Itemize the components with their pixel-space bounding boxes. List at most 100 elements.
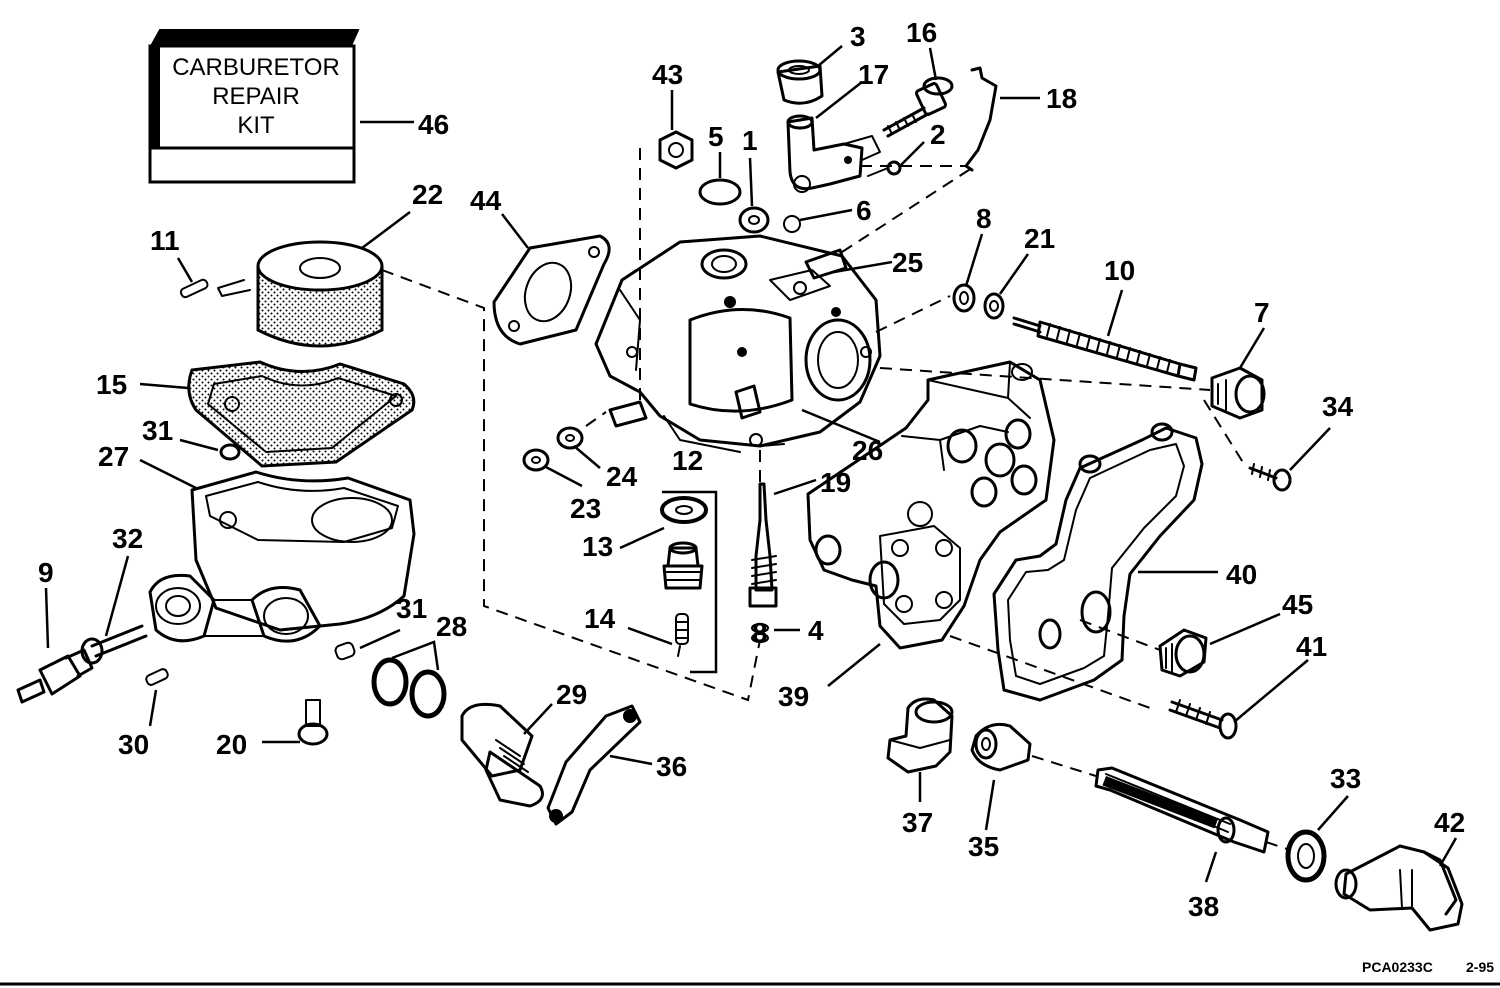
screw-2 <box>867 160 902 177</box>
callout-25: 25 <box>892 247 923 278</box>
float-bowl-gasket <box>187 360 416 468</box>
callout-22: 22 <box>412 179 443 210</box>
drawing-code: PCA0233C <box>1362 959 1433 975</box>
callout-33: 33 <box>1330 763 1361 794</box>
throttle-shaft <box>1094 766 1270 854</box>
choke-lever <box>546 704 642 826</box>
callout-4: 4 <box>808 615 824 646</box>
jet-gasket <box>660 496 708 524</box>
callout-11: 11 <box>150 225 180 256</box>
callout-42: 42 <box>1434 807 1465 838</box>
primer-fitting <box>786 114 881 193</box>
callout-38: 38 <box>1188 891 1219 922</box>
callout-37: 37 <box>902 807 933 838</box>
leader-lines <box>44 45 1458 883</box>
callout-30: 30 <box>118 729 149 760</box>
callout-32: 32 <box>112 523 143 554</box>
callout-3: 3 <box>850 21 866 52</box>
choke-link <box>964 66 998 172</box>
washer-8 <box>952 283 976 313</box>
jet-nozzle <box>675 613 689 657</box>
carburetor-body <box>594 234 882 453</box>
drawing-date: 2-95 <box>1466 959 1494 975</box>
callout-19: 19 <box>820 467 851 498</box>
washer-33 <box>1285 829 1327 883</box>
collar-35 <box>970 722 1032 772</box>
welch-plug <box>698 178 742 206</box>
kit-label-line-3: KIT <box>237 112 275 139</box>
callout-24: 24 <box>606 461 638 492</box>
float-pin <box>179 278 209 299</box>
plug-31-upper <box>219 443 241 461</box>
washer-21 <box>983 292 1005 320</box>
callout-36: 36 <box>656 751 687 782</box>
choke-shaft <box>460 702 544 808</box>
drain-screw <box>80 624 148 665</box>
callout-2: 2 <box>930 119 946 150</box>
callout-46: 46 <box>418 109 449 140</box>
callout-6: 6 <box>856 195 872 226</box>
idle-needle <box>1012 316 1198 382</box>
screw-34 <box>1248 463 1292 492</box>
cap-3 <box>776 59 824 105</box>
callout-44: 44 <box>470 185 502 216</box>
washer-23 <box>522 448 550 472</box>
float-needle <box>748 482 778 608</box>
callout-1: 1 <box>742 125 758 156</box>
throttle-knob <box>1334 844 1464 932</box>
callout-14: 14 <box>584 603 616 634</box>
knob-45 <box>1158 628 1208 678</box>
intake-bracket <box>806 360 1056 650</box>
kit-label-line-2: REPAIR <box>212 83 300 110</box>
nut-43 <box>658 130 694 170</box>
assembly-lines <box>381 148 1291 851</box>
repair-kit-box: CARBURETOR REPAIR KIT <box>148 29 360 184</box>
plug-31-lower <box>334 641 356 661</box>
callout-8-lower: 8 <box>752 617 768 648</box>
cam-37 <box>886 697 954 774</box>
cover-plate <box>992 422 1204 702</box>
callout-34: 34 <box>1322 391 1354 422</box>
jet-group-bracket <box>662 490 718 674</box>
flange-gasket <box>492 234 611 346</box>
callout-5: 5 <box>708 121 724 152</box>
screw-20 <box>297 699 329 746</box>
callout-numbers: 3 16 17 18 2 43 5 1 6 46 22 44 11 25 8 2… <box>38 17 1465 922</box>
pin-30 <box>145 668 169 686</box>
float-bowl <box>148 470 416 643</box>
o-ring-b <box>409 669 447 719</box>
washer-1 <box>738 206 770 234</box>
callout-26: 26 <box>852 435 883 466</box>
callout-27: 27 <box>98 441 129 472</box>
callout-16: 16 <box>906 17 937 48</box>
callout-40: 40 <box>1226 559 1257 590</box>
screw-16 <box>882 76 954 138</box>
callout-8-upper: 8 <box>976 203 992 234</box>
callout-39: 39 <box>778 681 809 712</box>
check-ball <box>783 215 801 233</box>
callout-7: 7 <box>1254 297 1270 328</box>
callout-31-lower: 31 <box>396 593 427 624</box>
callout-35: 35 <box>968 831 999 862</box>
callout-9: 9 <box>38 557 54 588</box>
screw-41 <box>1168 699 1238 740</box>
callout-29: 29 <box>556 679 587 710</box>
washer-24 <box>556 426 584 450</box>
callout-43: 43 <box>652 59 683 90</box>
callout-12: 12 <box>672 445 703 476</box>
callout-17: 17 <box>858 59 889 90</box>
plug-7 <box>1210 366 1266 420</box>
o-ring-a <box>371 657 409 707</box>
callout-45: 45 <box>1282 589 1313 620</box>
callout-28: 28 <box>436 611 467 642</box>
callout-21: 21 <box>1024 223 1055 254</box>
callout-10: 10 <box>1104 255 1135 286</box>
kit-label-line-1: CARBURETOR <box>172 54 340 81</box>
callout-20: 20 <box>216 729 247 760</box>
callout-13: 13 <box>582 531 613 562</box>
callout-41: 41 <box>1296 631 1327 662</box>
fuel-fitting <box>16 648 94 704</box>
callout-31-upper: 31 <box>142 415 173 446</box>
callout-18: 18 <box>1046 83 1077 114</box>
